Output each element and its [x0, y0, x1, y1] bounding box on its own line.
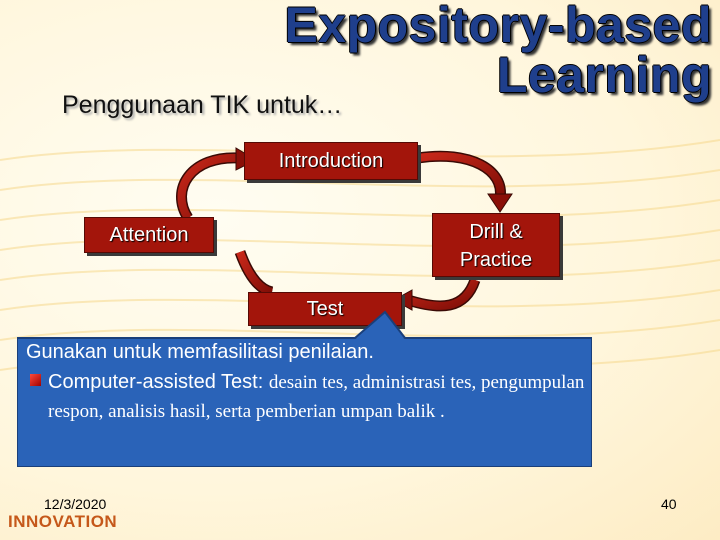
node-drill-practice: Drill & Practice — [432, 213, 560, 277]
footer-date: 12/3/2020 — [44, 496, 107, 512]
arrow-introduction-to-drill — [417, 150, 513, 213]
slide-title-line2: Learning — [496, 47, 712, 103]
bullet-square-icon — [30, 374, 41, 386]
slide-title-line1: Expository-based — [284, 0, 712, 53]
slide-subtitle: Penggunaan TIK untuk… — [62, 91, 343, 119]
node-introduction: Introduction — [244, 142, 418, 180]
callout-content: Gunakan untuk memfasilitasi penilaian. C… — [26, 340, 586, 426]
footer-brand-logo: INNOVATION — [8, 512, 118, 531]
bullet-term: Computer-assisted Test: — [48, 371, 264, 393]
page-number: 40 — [661, 496, 677, 512]
node-drill-line1: Drill & — [469, 221, 523, 243]
node-test: Test — [248, 292, 402, 326]
node-drill-line2: Practice — [459, 249, 533, 271]
node-attention: Attention — [84, 217, 214, 253]
callout-main-text: Gunakan untuk memfasilitasi penilaian. — [26, 341, 374, 363]
bullet-body: desain tes, administrasi tes, pengumpula… — [48, 372, 585, 422]
arrow-attention-to-test — [234, 250, 274, 298]
callout-bullet-item: Computer-assisted Test: desain tes, admi… — [30, 368, 586, 426]
arrow-drill-to-test — [392, 277, 481, 312]
slide-title: Expository-based Learning — [284, 0, 712, 100]
